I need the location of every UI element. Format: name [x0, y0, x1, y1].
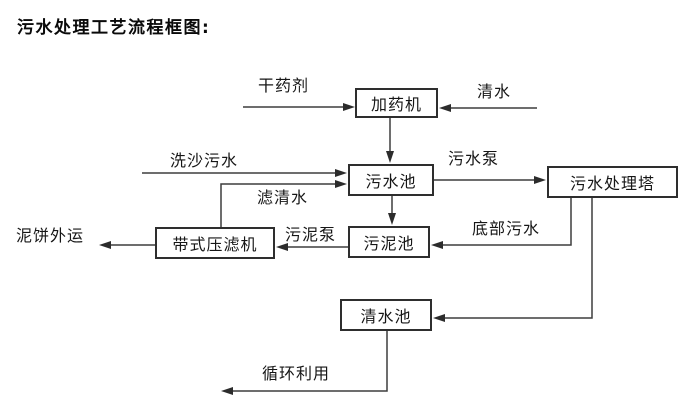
arrowhead-left-icon [433, 314, 445, 322]
arrowhead-left-icon [431, 241, 443, 249]
connector-filtered-water [220, 183, 337, 227]
arrowhead-left-icon [439, 104, 451, 112]
node-clean-water-pool: 清水池 [340, 299, 432, 331]
label-sewage-pump: 污水泵 [448, 149, 500, 168]
arrowhead-right-icon [335, 169, 347, 177]
connector-tower-to-clean [444, 198, 593, 319]
arrowhead-right-icon [343, 103, 355, 111]
label-mud-cake-out: 泥饼外运 [16, 226, 85, 245]
label-sand-washing-sewage: 洗沙污水 [170, 151, 239, 170]
arrowhead-down-icon [388, 213, 396, 225]
label-filtered-water: 滤清水 [257, 188, 309, 207]
arrowhead-right-icon [335, 180, 347, 188]
arrowhead-left-icon [99, 241, 111, 249]
connector-bottom-sewage [442, 198, 572, 246]
label-bottom-sewage: 底部污水 [472, 219, 541, 238]
node-belt-filter-press: 带式压滤机 [155, 227, 275, 259]
arrowhead-left-icon [221, 387, 233, 395]
node-treatment-tower: 污水处理塔 [547, 166, 678, 198]
arrowhead-down-icon [386, 151, 394, 163]
label-sludge-pump: 污泥泵 [285, 225, 337, 244]
label-recycle: 循环利用 [262, 364, 331, 383]
page-title: 污水处理工艺流程框图: [17, 18, 211, 38]
label-dry-chemical: 干药剂 [258, 76, 310, 95]
node-sewage-pool: 污水池 [348, 164, 434, 196]
label-clean-water: 清水 [477, 82, 512, 101]
node-sludge-pool: 污泥池 [348, 226, 430, 258]
arrowhead-right-icon [534, 176, 546, 184]
node-dosing-machine: 加药机 [355, 88, 438, 118]
arrowhead-left-icon [276, 243, 288, 251]
connector-recycle [232, 331, 388, 392]
